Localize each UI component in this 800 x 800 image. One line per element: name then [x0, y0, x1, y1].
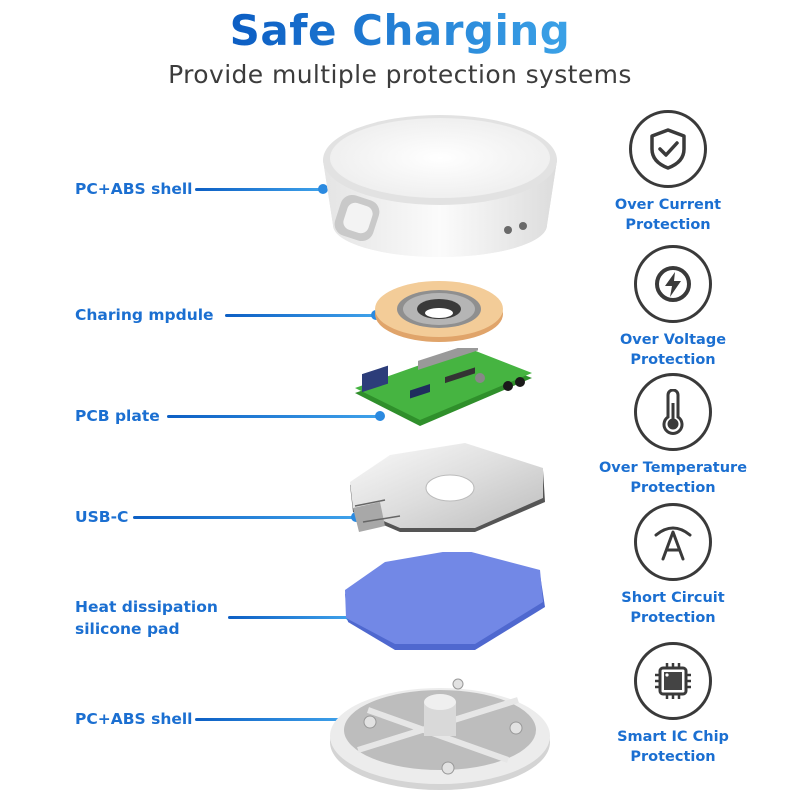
label-silicone-pad-line1: Heat dissipation: [75, 598, 218, 616]
callout-line: [225, 314, 375, 317]
feature-line2: Protection: [625, 217, 711, 233]
feature-line1: Over Voltage: [619, 332, 727, 348]
page-title: Safe Charging: [0, 6, 800, 55]
feature-smart-ic-chip: Smart IC Chip Protection: [588, 642, 758, 767]
label-pcb-plate: PCB plate: [75, 407, 160, 425]
feature-line1: Over Current: [614, 197, 722, 213]
feature-line1: Over Temperature: [598, 460, 748, 476]
metal-plate-usbc: [350, 443, 545, 532]
feature-over-temperature: Over Temperature Protection: [588, 373, 758, 498]
callout-line: [228, 616, 350, 619]
pcb-board: [355, 348, 532, 426]
feature-line2: Protection: [630, 610, 716, 626]
label-top-shell: PC+ABS shell: [75, 180, 193, 198]
feature-icon-ring: [629, 110, 707, 188]
feature-icon-ring: [634, 642, 712, 720]
feature-icon-ring: [634, 245, 712, 323]
feature-icon-ring: [634, 503, 712, 581]
feature-short-circuit: Short Circuit Protection: [588, 503, 758, 628]
callout-line: [195, 188, 323, 191]
feature-over-voltage: Over Voltage Protection: [588, 245, 758, 370]
label-bottom-shell: PC+ABS shell: [75, 710, 193, 728]
feature-line1: Smart IC Chip: [617, 729, 729, 745]
callout-dot: [318, 184, 328, 194]
feature-line2: Protection: [630, 480, 716, 496]
feature-line2: Protection: [630, 352, 716, 368]
ic-chip-icon: [655, 663, 691, 699]
feature-line1: Short Circuit: [621, 590, 725, 606]
short-circuit-icon: [654, 526, 692, 561]
shield-check-icon: [650, 128, 686, 170]
label-charging-module: Charing mpdule: [75, 306, 214, 324]
top-shell: [323, 115, 557, 257]
callout-line: [133, 516, 355, 519]
label-silicone-pad: Heat dissipation silicone pad: [75, 596, 218, 640]
feature-over-current: Over Current Protection: [583, 110, 753, 235]
charging-coil: [375, 281, 503, 342]
page-subtitle: Provide multiple protection systems: [168, 60, 632, 89]
bottom-shell: [330, 678, 550, 790]
label-usb-c: USB-C: [75, 508, 129, 526]
lightning-icon: [655, 266, 691, 302]
callout-line: [195, 718, 345, 721]
callout-line: [167, 415, 379, 418]
thermometer-icon: [662, 389, 684, 435]
callout-dot: [375, 411, 385, 421]
silicone-pad: [345, 552, 545, 650]
feature-icon-ring: [634, 373, 712, 451]
feature-line2: Protection: [630, 749, 716, 765]
label-silicone-pad-line2: silicone pad: [75, 620, 180, 638]
